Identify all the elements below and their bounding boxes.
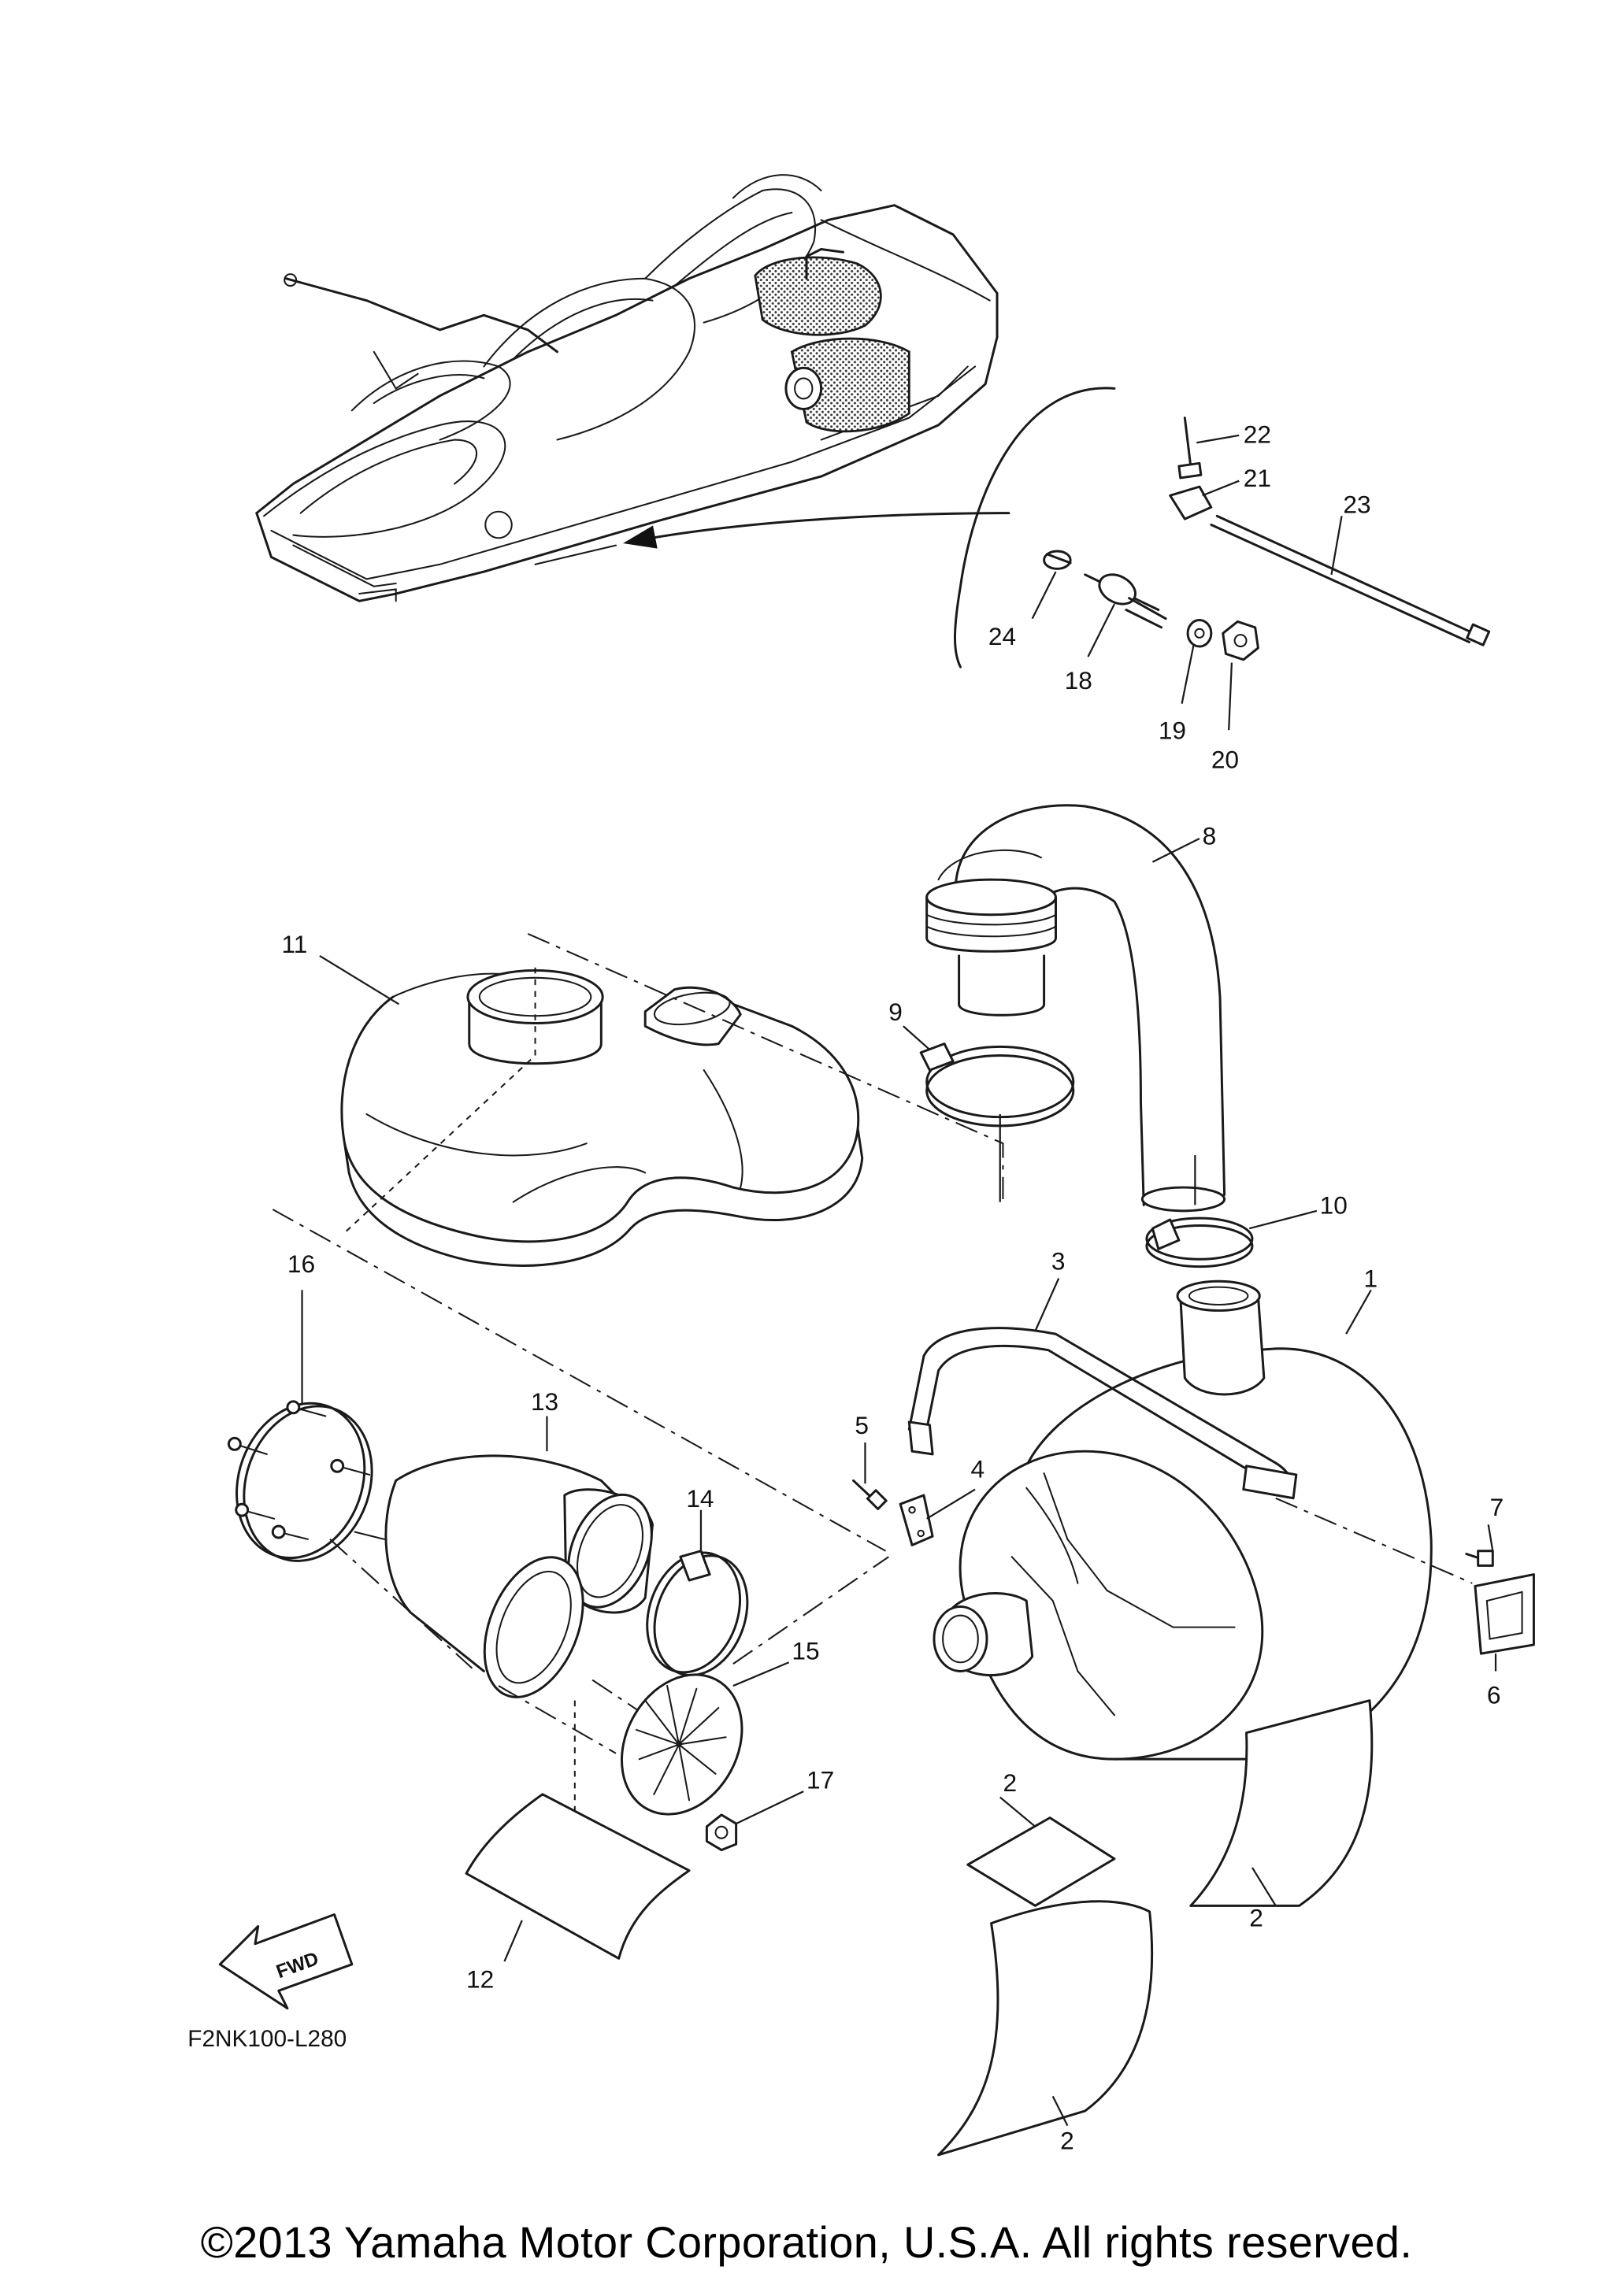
muffler-part-1: [933, 1279, 1433, 1761]
callout-20: 20: [1211, 746, 1239, 774]
fwd-arrow: FWD: [218, 1913, 354, 2010]
stud-ring-part-16: [227, 1290, 473, 1669]
callout-13: 13: [531, 1387, 558, 1416]
exhaust-pipe-part-8: [925, 804, 1226, 1213]
callout-11: 11: [281, 930, 307, 958]
detail-bracket: [954, 387, 1116, 668]
hose-clamp-part-14: [646, 1509, 889, 1677]
callout-18: 18: [1065, 666, 1092, 694]
mounting-hardware: [1031, 417, 1491, 731]
pad-part-12: [465, 1793, 691, 1962]
hose-clamp-part-9: [903, 1025, 1075, 1202]
callout-9: 9: [888, 998, 903, 1026]
callout-6: 6: [1487, 1680, 1501, 1709]
callout-24: 24: [988, 622, 1016, 650]
callout-21: 21: [1244, 464, 1271, 492]
callout-12: 12: [466, 1965, 494, 1994]
callout-labels: 1 2 2 2 3 4 5 6 7 8 9 10 11 12 13 14 15 …: [281, 420, 1504, 2154]
diagram-code: F2NK100-L280: [187, 2026, 347, 2052]
callout-2: 2: [1060, 2126, 1074, 2154]
callout-1: 1: [1363, 1265, 1378, 1293]
heat-shields-part-2: [937, 1699, 1374, 2157]
callout-3: 3: [1051, 1246, 1066, 1275]
callout-10: 10: [1320, 1191, 1348, 1220]
callout-14: 14: [686, 1484, 714, 1513]
callout-23: 23: [1343, 491, 1370, 519]
water-lock-part-11: [272, 933, 1004, 1552]
callout-2: 2: [1249, 1903, 1263, 1931]
plate-part-15: [621, 1661, 790, 1816]
callout-2: 2: [1003, 1768, 1017, 1797]
callout-8: 8: [1203, 821, 1217, 850]
duct-part-13: [384, 1416, 654, 1862]
small-brackets: [852, 1442, 1535, 1672]
callout-15: 15: [792, 1637, 819, 1665]
callout-17: 17: [806, 1765, 834, 1794]
hose-clamp-part-10: [1145, 1155, 1318, 1268]
strap-part-3: [907, 1278, 1298, 1500]
callout-5: 5: [855, 1411, 869, 1439]
callout-7: 7: [1490, 1493, 1504, 1521]
callout-16: 16: [287, 1250, 315, 1278]
copyright-notice: ©2013 Yamaha Motor Corporation, U.S.A. A…: [200, 2217, 1413, 2268]
callout-4: 4: [971, 1455, 985, 1483]
nut-part-17: [705, 1791, 804, 1852]
callout-22: 22: [1244, 420, 1271, 448]
location-arrow: [622, 512, 1010, 549]
callout-19: 19: [1159, 716, 1186, 744]
watercraft-illustration: [255, 174, 999, 602]
